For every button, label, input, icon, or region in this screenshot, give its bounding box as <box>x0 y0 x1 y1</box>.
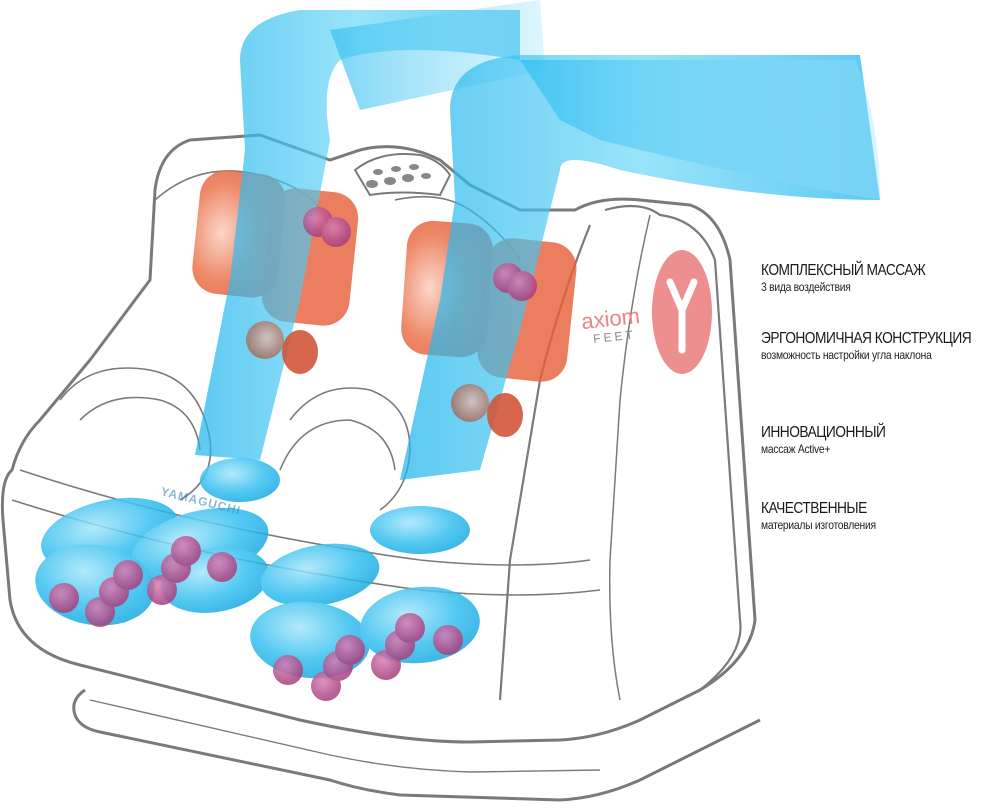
feature-1: КОМПЛЕКСНЫЙ МАССАЖ 3 вида воздействия <box>761 262 952 294</box>
feature-subtitle: массаж Active+ <box>761 442 831 456</box>
feature-subtitle: материалы изготовления <box>761 518 876 532</box>
brand-logo: axiom FEET <box>580 303 642 347</box>
feature-4: КАЧЕСТВЕННЫЕ материалы изготовления <box>761 500 894 532</box>
logo-badge <box>652 250 712 374</box>
feature-title: ИННОВАЦИОННЫЙ <box>761 424 886 441</box>
control-panel <box>353 153 452 197</box>
feature-subtitle: 3 вида воздействия <box>761 280 851 294</box>
massage-rollers <box>49 207 537 701</box>
base-platform <box>72 688 761 802</box>
feature-title: ЭРГОНОМИЧНАЯ КОНСТРУКЦИЯ <box>761 330 972 347</box>
feature-2: ЭРГОНОМИЧНАЯ КОНСТРУКЦИЯ возможность нас… <box>761 330 981 362</box>
feature-title: КОМПЛЕКСНЫЙ МАССАЖ <box>761 262 926 279</box>
feature-title: КАЧЕСТВЕННЫЕ <box>761 500 867 517</box>
feature-3: ИННОВАЦИОННЫЙ массаж Active+ <box>761 424 906 456</box>
calf-rollers <box>246 321 523 437</box>
feature-subtitle: возможность настройки угла наклона <box>761 348 932 362</box>
